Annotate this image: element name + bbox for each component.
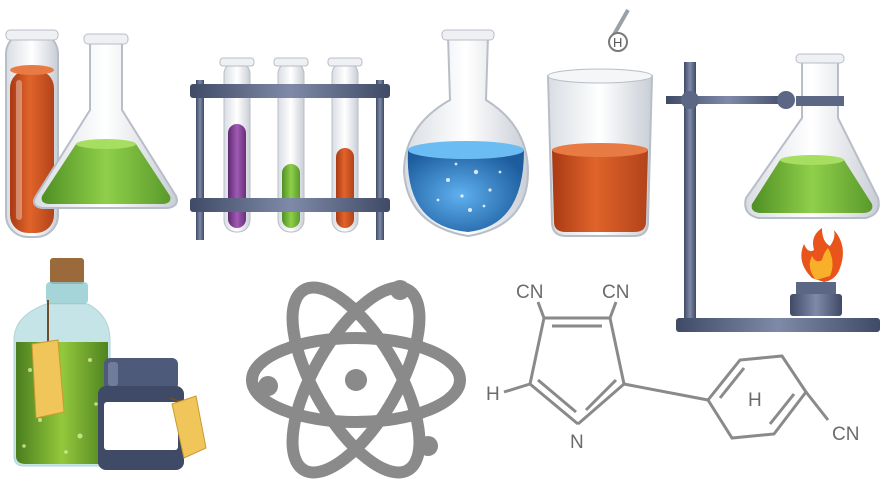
retort-stand-icon <box>666 62 880 332</box>
label-h-left: H <box>486 384 500 405</box>
potion-bottle-icon <box>13 258 111 467</box>
molecule-structure-icon <box>503 301 830 440</box>
svg-text:H: H <box>613 35 622 50</box>
label-cn-top-left: CN <box>516 282 543 303</box>
burner-flame-icon <box>790 228 843 316</box>
test-tube-rack-icon <box>190 57 390 240</box>
label-h-ring: H <box>748 390 762 411</box>
atom-electrons <box>258 280 438 456</box>
label-cn-right: CN <box>832 424 859 445</box>
bottle-tag-icon <box>31 300 65 419</box>
label-cn-top-right: CN <box>602 282 629 303</box>
erlenmeyer-flask-icon <box>744 53 880 219</box>
medicine-jar-icon <box>98 358 207 470</box>
dropper-icon: H <box>608 9 630 52</box>
erlenmeyer-flask-icon <box>33 33 178 209</box>
round-bottom-flask-icon <box>402 29 530 238</box>
test-tube-green <box>273 57 309 233</box>
molecule-labels: CN CN H N H CN <box>486 282 859 453</box>
label-n-bottom: N <box>570 432 584 453</box>
beaker-icon <box>546 68 654 237</box>
